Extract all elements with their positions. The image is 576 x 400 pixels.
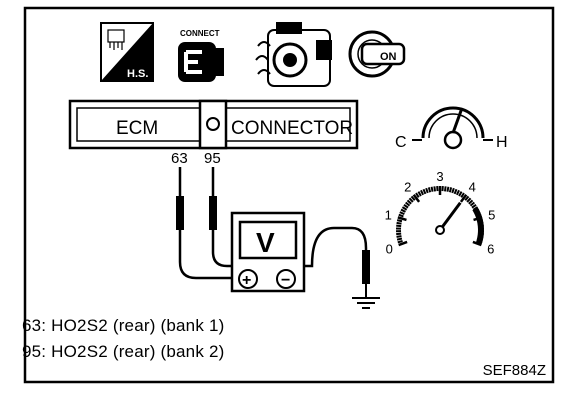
dial-tick — [458, 191, 463, 197]
voltmeter: V + − — [230, 211, 306, 293]
dial-tick — [417, 191, 422, 197]
dial-tick — [459, 193, 468, 203]
dial-tick — [464, 195, 470, 201]
dial-tick — [403, 203, 409, 209]
coolant-temp-gauge: C H — [395, 106, 508, 151]
dial-tick — [433, 186, 437, 192]
dial-tick — [410, 195, 416, 201]
dial-tick — [412, 193, 421, 203]
dial-tick — [453, 188, 458, 195]
dial-tick — [415, 192, 420, 198]
dial-tick — [455, 189, 460, 196]
dial-tick — [451, 187, 455, 194]
dial-tick — [446, 186, 450, 192]
plus-terminal-label: + — [242, 272, 251, 289]
dial-label: 5 — [488, 208, 495, 223]
dial-tick — [397, 216, 407, 222]
legend-line: 63: HO2S2 (rear) (bank 1) — [22, 316, 225, 335]
dial-tick — [399, 211, 405, 216]
dial-tick — [471, 203, 477, 209]
disconnect-connector-icon: CONNECT — [178, 29, 224, 82]
hot-soak-label: H.S. — [127, 68, 148, 80]
dial-label: 0 — [386, 241, 393, 256]
dial-tick — [396, 219, 403, 223]
ignition-key-on-icon: ON — [348, 30, 406, 78]
ecm-connector: ECM CONNECTOR — [68, 99, 359, 150]
gauge-hot-label: H — [496, 134, 508, 151]
dial-tick — [422, 188, 427, 195]
dial-tick — [427, 187, 432, 193]
dial-tick — [396, 237, 403, 241]
legend-line: 95: HO2S2 (rear) (bank 2) — [22, 342, 225, 361]
dial-tick — [400, 208, 406, 213]
dial-tick — [460, 192, 465, 198]
terminal-63-label: 63 — [171, 150, 188, 167]
dial-label: 1 — [385, 208, 392, 223]
dial-tick — [408, 197, 414, 203]
dial-tick — [448, 187, 453, 193]
dial-tick — [398, 213, 404, 218]
dial-tick — [406, 199, 412, 205]
connector-label: CONNECTOR — [231, 118, 353, 139]
dial-label: 4 — [469, 180, 476, 195]
minus-terminal-label: − — [281, 272, 290, 289]
probe-63 — [176, 196, 184, 230]
ground-symbol — [352, 284, 380, 309]
dial-tick — [420, 189, 425, 196]
dial-tick — [398, 240, 408, 247]
gauge-cold-label: C — [395, 134, 407, 151]
dial-label: 2 — [404, 180, 411, 195]
dial-tick — [466, 197, 472, 203]
diagram-frame — [23, 6, 555, 384]
probe-95 — [209, 196, 217, 230]
dial-tick — [443, 186, 447, 192]
dial-label: 3 — [436, 169, 443, 184]
dial-tick — [468, 199, 474, 205]
dial-tick — [430, 186, 434, 192]
dial-tick — [396, 221, 402, 225]
ecm-label: ECM — [116, 118, 158, 139]
voltage-scale-dial: 0 12 3 45 6 — [385, 169, 496, 256]
dial-tick — [405, 201, 411, 207]
figure-code: SEF884Z — [482, 362, 546, 379]
dial-tick — [469, 201, 475, 207]
dial-hub — [435, 225, 445, 235]
dial-tick — [396, 235, 402, 238]
connect-label: CONNECT — [180, 29, 220, 38]
hot-soak-icon: H.S. — [100, 22, 154, 82]
ground-probe — [362, 250, 370, 284]
terminal-95-label: 95 — [204, 150, 221, 167]
dial-tick — [401, 206, 408, 211]
probe-leads — [178, 167, 368, 280]
dial-high-band — [472, 207, 484, 245]
voltmeter-label: V — [256, 227, 275, 258]
dial-tick — [425, 187, 429, 194]
ignition-on-label: ON — [380, 51, 397, 63]
engine-running-icon — [255, 22, 332, 87]
dial-tick — [397, 240, 403, 244]
dial-label: 6 — [487, 241, 494, 256]
